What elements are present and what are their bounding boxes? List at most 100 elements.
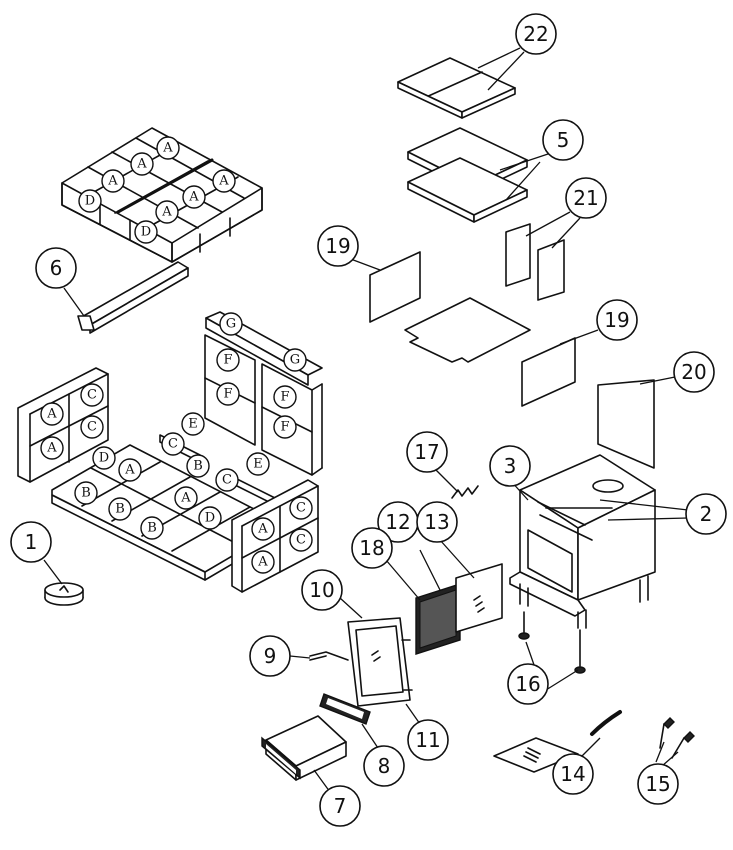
grate-part-18 [415, 583, 461, 655]
feet-part-16 [518, 611, 586, 674]
svg-text:6: 6 [50, 256, 63, 280]
svg-text:5: 5 [557, 128, 570, 152]
brick-label: B [74, 481, 98, 505]
panel-part-20 [597, 379, 655, 469]
svg-text:16: 16 [515, 672, 540, 696]
brick-label: A [156, 136, 180, 160]
svg-text:7: 7 [334, 794, 347, 818]
svg-text:C: C [168, 437, 178, 452]
svg-text:F: F [280, 420, 289, 435]
knob-part-1 [44, 582, 84, 606]
brick-label: C [161, 432, 185, 456]
side-panels-part-21 [505, 223, 565, 301]
brick-label: A [251, 550, 275, 574]
svg-text:12: 12 [385, 510, 410, 534]
svg-text:D: D [141, 225, 151, 240]
bolts-part-15 [659, 717, 695, 759]
callout-17: 17 [406, 431, 448, 473]
svg-text:A: A [107, 174, 118, 189]
svg-text:13: 13 [424, 510, 449, 534]
svg-text:B: B [193, 459, 203, 474]
brick-label: C [215, 468, 239, 492]
spring-part-17 [451, 485, 479, 499]
brick-label: F [273, 385, 297, 409]
svg-text:19: 19 [604, 308, 629, 332]
brick-label: A [251, 517, 275, 541]
brick-label: C [80, 415, 104, 439]
svg-text:F: F [223, 387, 232, 402]
svg-text:11: 11 [415, 728, 440, 752]
svg-text:C: C [87, 420, 97, 435]
brick-label: F [216, 348, 240, 372]
callout-1: 1 [10, 521, 52, 563]
svg-text:A: A [162, 141, 173, 156]
svg-text:F: F [223, 353, 232, 368]
callout-2: 2 [685, 493, 727, 535]
svg-text:17: 17 [414, 440, 439, 464]
brick-label: G [219, 312, 243, 336]
svg-text:E: E [253, 457, 263, 472]
svg-text:C: C [296, 533, 306, 548]
brick-label: A [174, 486, 198, 510]
callout-15: 15 [637, 763, 679, 805]
stove-body [509, 454, 656, 629]
frame-part-8 [319, 693, 371, 725]
svg-text:A: A [136, 157, 147, 172]
brick-label: D [198, 506, 222, 530]
callout-8: 8 [363, 745, 405, 787]
brick-label: F [273, 415, 297, 439]
svg-text:15: 15 [645, 772, 670, 796]
svg-text:3: 3 [504, 454, 517, 478]
svg-text:A: A [257, 555, 268, 570]
brick-labels: A A A A A A D D A A C C G G F F F F E E … [40, 136, 313, 574]
svg-text:A: A [188, 190, 199, 205]
ash-drawer-part-7 [261, 715, 347, 781]
brick-label: A [130, 152, 154, 176]
callout-14: 14 [552, 753, 594, 795]
brick-label: A [40, 402, 64, 426]
svg-text:E: E [188, 417, 198, 432]
svg-text:C: C [296, 501, 306, 516]
callout-21: 21 [565, 177, 607, 219]
svg-text:D: D [99, 451, 109, 466]
brick-label: C [80, 383, 104, 407]
svg-text:B: B [81, 486, 91, 501]
svg-text:B: B [115, 502, 125, 517]
brick-label: D [134, 220, 158, 244]
brick-label: E [246, 452, 270, 476]
callout-19-left: 19 [317, 225, 359, 267]
callout-19-right: 19 [596, 299, 638, 341]
callout-11: 11 [407, 719, 449, 761]
svg-text:C: C [222, 473, 232, 488]
brick-label: E [181, 412, 205, 436]
callout-6: 6 [35, 247, 77, 289]
svg-text:10: 10 [309, 578, 334, 602]
callout-10: 10 [301, 569, 343, 611]
svg-text:8: 8 [378, 754, 391, 778]
brick-label: D [92, 446, 116, 470]
svg-text:18: 18 [359, 536, 384, 560]
brick-label: A [155, 200, 179, 224]
brick-label: B [186, 454, 210, 478]
brick-label: A [212, 169, 236, 193]
panel-part-19-right [521, 337, 576, 407]
tool-part-14 [590, 710, 622, 736]
svg-text:D: D [205, 511, 215, 526]
svg-text:G: G [290, 353, 300, 368]
svg-text:A: A [257, 522, 268, 537]
svg-text:22: 22 [523, 22, 548, 46]
brick-label: G [283, 348, 307, 372]
svg-text:9: 9 [264, 644, 277, 668]
svg-text:A: A [218, 174, 229, 189]
callout-22: 22 [515, 13, 557, 55]
brick-label: B [140, 516, 164, 540]
callouts: 22 5 21 19 19 20 6 1 17 3 2 12 13 18 10 … [10, 13, 727, 827]
svg-text:A: A [46, 407, 57, 422]
brick-label: C [289, 496, 313, 520]
door-part-11 [347, 617, 413, 707]
glass-part-13 [455, 563, 503, 633]
svg-text:21: 21 [573, 186, 598, 210]
brick-label: A [40, 436, 64, 460]
top-plates-part-22 [397, 57, 516, 119]
